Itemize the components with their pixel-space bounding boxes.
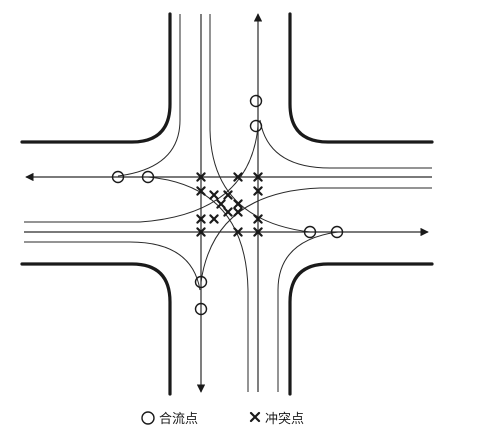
conflict-point	[223, 207, 233, 217]
conflict-point	[233, 227, 243, 237]
merge-point	[303, 225, 317, 239]
conflict-point	[196, 227, 206, 237]
merge-point	[330, 225, 344, 239]
legend-merge-label: 合流点	[159, 412, 198, 427]
right-turn-ne	[259, 119, 432, 169]
conflict-point	[196, 172, 206, 182]
conflict-point	[233, 207, 243, 217]
merge-point	[249, 94, 263, 108]
curb-bottom-right	[288, 262, 434, 396]
conflict-point	[209, 214, 219, 224]
merge-point	[249, 119, 263, 133]
right-turn-nw	[117, 14, 181, 177]
merge-point	[194, 275, 208, 289]
conflict-point	[253, 214, 263, 224]
curb-top-right	[288, 12, 434, 144]
conflict-point	[233, 172, 243, 182]
curb-top-left	[20, 12, 172, 144]
conflict-point	[253, 186, 263, 196]
merge-point	[141, 170, 155, 184]
circle-icon	[141, 411, 155, 425]
conflict-points	[196, 172, 263, 237]
right-turn-se	[277, 231, 339, 392]
legend: 合流点 冲突点	[141, 411, 304, 427]
conflict-point	[223, 190, 233, 200]
legend-conflict-label: 冲突点	[265, 411, 304, 427]
left-turn-from-east	[200, 187, 432, 283]
conflict-point	[196, 186, 206, 196]
conflict-point	[253, 172, 263, 182]
conflict-point	[216, 199, 226, 209]
conflict-point	[253, 227, 263, 237]
left-turn-from-west	[24, 125, 259, 223]
conflict-point	[196, 214, 206, 224]
left-turn-from-north	[209, 14, 311, 233]
conflict-point	[233, 199, 243, 209]
conflict-point	[209, 190, 219, 200]
merge-point	[111, 170, 125, 184]
merge-points	[111, 94, 344, 316]
cross-icon	[249, 411, 261, 423]
curb-bottom-left	[20, 262, 172, 396]
right-turn-sw	[24, 241, 201, 291]
merge-point	[194, 302, 208, 316]
